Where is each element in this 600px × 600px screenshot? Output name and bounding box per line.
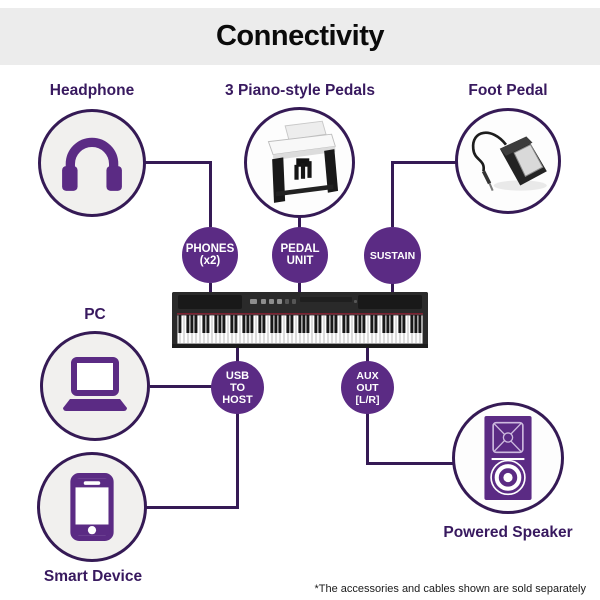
- foot-pedal-node: [455, 108, 561, 214]
- foot-pedal-label: Foot Pedal: [468, 82, 548, 99]
- connector-sustain-piano: [391, 283, 394, 293]
- piano-stand-icon: [267, 120, 338, 203]
- smart-device-node: [37, 452, 147, 562]
- connector-sustain-v: [391, 161, 394, 227]
- connector-piano-aux: [366, 348, 369, 362]
- header-band: Connectivity: [0, 8, 600, 65]
- connector-speaker-h: [366, 462, 455, 465]
- page-title: Connectivity: [215, 20, 385, 52]
- connector-usb-pc: [150, 385, 212, 388]
- connector-headphone-h: [144, 161, 212, 164]
- port-pedal-unit: PEDAL UNIT: [272, 227, 328, 283]
- powered-speaker-node: [452, 402, 564, 514]
- port-usb-to-host: USB TO HOST: [211, 361, 264, 414]
- port-aux-line1: AUX: [356, 369, 379, 382]
- port-usb-line2: TO: [229, 381, 246, 394]
- connector-aux-down: [366, 413, 369, 465]
- powered-speaker-label: Powered Speaker: [443, 524, 573, 541]
- foot-pedal-icon: [471, 131, 547, 192]
- connector-pedalunit-piano: [298, 283, 301, 293]
- port-aux-line2: OUT: [356, 381, 379, 394]
- connector-headphone-v: [209, 161, 212, 227]
- piano-keyboard-image: [172, 292, 428, 348]
- pedals-node: [244, 107, 355, 218]
- port-pedal-unit-line2: UNIT: [286, 255, 314, 267]
- port-aux-out: AUX OUT [L/R]: [341, 361, 394, 414]
- pc-label: PC: [84, 306, 106, 323]
- connector-pedal-unit-v: [298, 216, 301, 228]
- laptop-icon: [63, 357, 127, 411]
- port-usb-line1: USB: [225, 369, 250, 382]
- connector-smart-device-h: [146, 506, 239, 509]
- port-phones-line2: (x2): [199, 255, 221, 267]
- connector-sustain-h: [391, 161, 457, 164]
- port-pedal-unit-line1: PEDAL: [280, 243, 320, 255]
- connector-usb-down: [236, 413, 239, 509]
- port-aux-line3: [L/R]: [355, 393, 380, 406]
- speaker-icon: [484, 416, 532, 500]
- smart-device-label: Smart Device: [43, 568, 143, 585]
- port-phones: PHONES (x2): [182, 227, 238, 283]
- pedals-label: 3 Piano-style Pedals: [225, 82, 375, 99]
- headphone-node: [38, 109, 146, 217]
- port-sustain-line1: SUSTAIN: [369, 249, 416, 262]
- connector-phones-piano: [209, 283, 212, 293]
- pc-node: [40, 331, 150, 441]
- headphones-icon: [62, 137, 122, 191]
- smartphone-icon: [70, 473, 114, 541]
- footnote: *The accessories and cables shown are so…: [314, 583, 586, 595]
- connector-piano-usb: [236, 348, 239, 362]
- headphone-label: Headphone: [49, 82, 135, 99]
- port-sustain: SUSTAIN: [364, 227, 421, 284]
- port-usb-line3: HOST: [222, 393, 253, 406]
- port-phones-line1: PHONES: [185, 243, 235, 255]
